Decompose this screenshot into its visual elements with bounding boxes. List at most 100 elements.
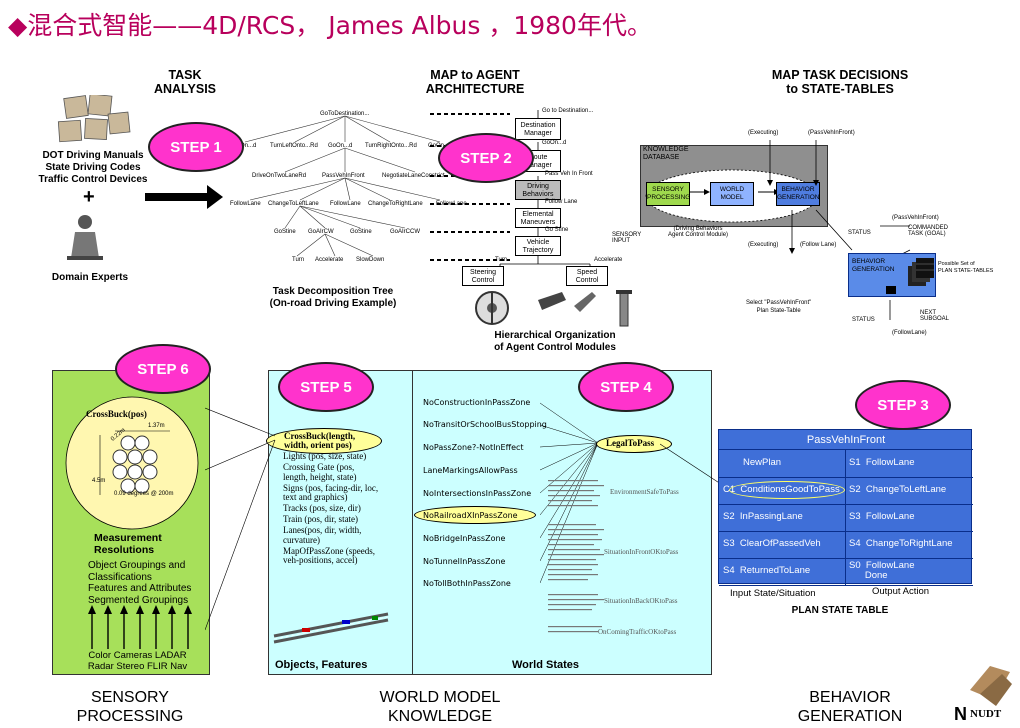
- followlane-label: (Follow Lane): [800, 242, 837, 248]
- tree-caption: Task Decomposition Tree (On-road Driving…: [269, 286, 397, 309]
- task-decomposition-tree: [244, 115, 441, 257]
- followlane2-label: (FollowLane): [892, 330, 927, 336]
- tree-l1-1: TurnLeftOnto...Rd: [270, 143, 318, 149]
- destination-manager-box: Destination Manager: [515, 118, 561, 140]
- module-caption: (Driving Behaviors Agent Control Module): [668, 226, 729, 238]
- passveh2-label: (PassVehInFront): [892, 215, 939, 221]
- footer-behavior: BEHAVIOR GENERATION: [797, 689, 903, 725]
- domain-experts-icon: [67, 215, 103, 260]
- agent-arrows: [767, 140, 911, 320]
- hier-label-5: Turn: [495, 257, 508, 263]
- step-1-badge: STEP 1: [148, 122, 244, 172]
- tree-l4-2: GoStine: [350, 229, 372, 235]
- elemental-maneuvers-box: Elemental Maneuvers: [515, 208, 561, 228]
- plan-row-separator: [719, 558, 973, 559]
- plan-output-cell: S2 ChangeToLeftLane: [849, 484, 947, 495]
- feature-item: Tracks (pos, size, dir): [283, 503, 361, 513]
- arrow-to-tree: [145, 185, 223, 209]
- step-5-badge: STEP 5: [278, 362, 374, 412]
- condition-6: NoBridgeInPassZone: [423, 534, 506, 543]
- hier-label-0: Go to Destination...: [542, 108, 594, 114]
- output-action-label: Output Action: [872, 586, 930, 597]
- condition-5: NoRailroadXInPassZone: [423, 511, 518, 520]
- tree-l4-0: GoStine: [274, 229, 296, 235]
- feature-item: MapOfPassZone (speeds, veh-positions, ac…: [283, 545, 375, 565]
- situation-front-label: SituationInFrontOKtoPass: [604, 548, 679, 556]
- tree-l4-3: GoAIrCCW: [390, 229, 420, 235]
- env-safe-label: EnvironmentSafeToPass: [610, 488, 679, 496]
- hier-label-2: Pass Veh In Front: [545, 171, 593, 177]
- selected-table-mark: [886, 286, 896, 294]
- feature-item: Lanes(pos, dir, width, curvature): [283, 525, 362, 545]
- condition-1: NoTransitOrSchoolBusStopping: [423, 420, 547, 429]
- domain-experts-label: Domain Experts: [51, 272, 129, 283]
- step-6-badge: STEP 6: [115, 344, 211, 394]
- tree-l5-2: SlowDown: [356, 257, 385, 263]
- possible-set-label: Possible Set of PLAN STATE-TABLES: [938, 261, 994, 274]
- panel-connector-lines: [205, 407, 276, 631]
- actuators-icon: [475, 290, 632, 327]
- plan-table-divider: [845, 450, 846, 585]
- sensory-processing-node: SENSORY PROCESSING: [646, 182, 690, 206]
- tree-l4-1: GoAIrCW: [308, 229, 334, 235]
- plan-input-cell: NewPlan: [743, 457, 782, 468]
- select-plan-label: Select "PassVehInFront" Plan State-Table: [746, 300, 812, 314]
- objects-features-caption: Objects, Features: [275, 659, 368, 671]
- plan-table-caption: PLAN STATE TABLE: [791, 605, 889, 616]
- condition-0: NoConstructionInPassZone: [423, 398, 531, 407]
- hier-label-1: GoOn...d: [542, 140, 567, 146]
- hierarchy-caption: Hierarchical Organization of Agent Contr…: [494, 330, 616, 353]
- plan-output-cell: S1 FollowLane: [849, 457, 915, 468]
- manuals-icon: [57, 95, 131, 143]
- header-map-task: MAP TASK DECISIONS to STATE-TABLES: [771, 68, 909, 96]
- condition-3: LaneMarkingsAllowPass: [423, 466, 518, 475]
- steering-control-box: Steering Control: [462, 266, 504, 286]
- conditions-good-highlight: [729, 481, 845, 499]
- hier-label-3: Follow Lane: [545, 199, 578, 205]
- status2-label: STATUS: [852, 317, 875, 323]
- plan-output-cell: S3 FollowLane: [849, 511, 915, 522]
- measurement-resolutions: Measurement Resolutions: [94, 532, 162, 556]
- plus-sign: +: [83, 186, 95, 208]
- plan-table-title: PassVehInFront: [719, 430, 973, 450]
- tree-l3-1: ChangeToLeftLane: [268, 201, 319, 207]
- executing2-label: (Executing): [748, 242, 779, 248]
- state-tables-stack-icon: [908, 258, 934, 286]
- condition-2: NoPassZone?-NotInEffect: [423, 443, 524, 452]
- plan-output-cell: S4 ChangeToRightLane: [849, 538, 953, 549]
- svg-text:N: N: [954, 704, 967, 724]
- oncoming-label: OnComingTrafficOKtoPass: [598, 628, 677, 636]
- tree-l1-2: GoOn...d: [328, 143, 353, 149]
- footer-world-model: WORLD MODEL KNOWLEDGE: [379, 689, 501, 725]
- footer-sensory: SENSORY PROCESSING: [76, 689, 184, 725]
- source-documents: DOT Driving Manuals State Driving Codes …: [38, 150, 148, 185]
- tree-l2-0: DriveOnTwoLaneRd: [252, 173, 307, 179]
- world-model-node: WORLD MODEL: [710, 182, 754, 206]
- tree-root: GoToDestination...: [320, 111, 370, 117]
- behavior-generation-node: BEHAVIOR GENERATION: [776, 182, 820, 206]
- nudt-logo-text: NUDT: [970, 708, 1002, 720]
- plan-row-separator: [719, 504, 973, 505]
- plan-input-cell: S2 InPassingLane: [723, 511, 803, 522]
- feature-item: Lights (pos, size, state): [283, 451, 367, 461]
- object-groupings-list: Object Groupings and Classifications Fea…: [88, 560, 192, 606]
- speed-control-box: Speed Control: [566, 266, 608, 286]
- step-2-badge: STEP 2: [438, 133, 534, 183]
- world-states-caption: World States: [512, 659, 580, 671]
- step-4-badge: STEP 4: [578, 362, 674, 412]
- status-label: STATUS: [848, 230, 871, 236]
- slide-title: ◆混合式智能——4D/RCS， James Albus ，1980年代。: [8, 11, 652, 40]
- feature-item: Crossing Gate (pos, length, height, stat…: [283, 462, 357, 482]
- dim-3: 0.09 degrees @ 200m: [114, 491, 174, 497]
- crossbuck-feature: CrossBuck(length, width, orient pos): [284, 431, 356, 450]
- vehicle-trajectory-box: Vehicle Trajectory: [515, 236, 561, 256]
- map-of-pass-zone-graphic: [273, 612, 389, 644]
- step-3-badge: STEP 3: [855, 380, 951, 430]
- header-map-agent: MAP to AGENT ARCHITECTURE: [425, 68, 525, 96]
- passveh-label: (PassVehInFront): [808, 130, 855, 136]
- condition-8: NoTollBothInPassZone: [423, 579, 511, 588]
- executing-label: (Executing): [748, 130, 779, 136]
- crossbuck-feature-ellipse: [266, 428, 382, 454]
- sensor-arrows: [88, 605, 192, 649]
- tree-l2-2: NegotiateLaneConstrict: [382, 173, 445, 179]
